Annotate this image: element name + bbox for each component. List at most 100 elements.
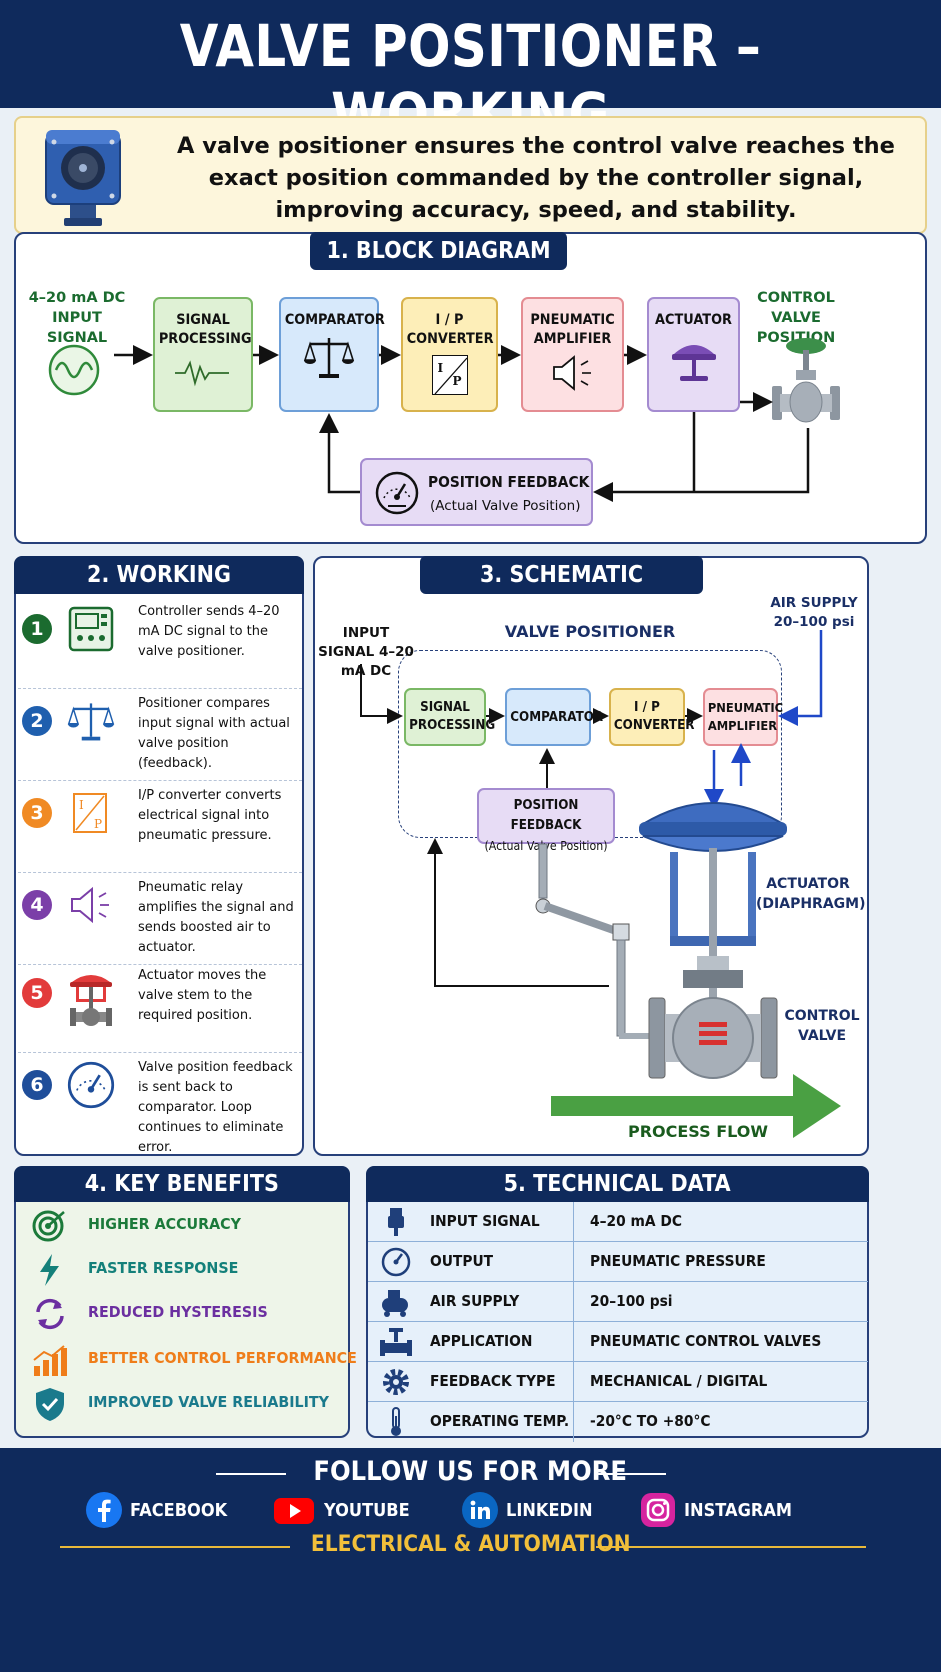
tech-row: OUTPUT PNEUMATIC PRESSURE: [368, 1242, 868, 1282]
tech-divider: [573, 1282, 574, 1322]
step-text: I/P converter converts electrical signal…: [138, 788, 282, 843]
footer: [0, 1448, 941, 1672]
cycle-arrows-icon: [30, 1296, 70, 1332]
gauge-icon: [378, 1246, 414, 1278]
benefit-text: FASTER RESPONSE: [88, 1259, 239, 1277]
compressor-icon: [378, 1286, 414, 1318]
step-divider: [18, 780, 302, 781]
benefit-item: IMPROVED VALVE RELIABILITY: [30, 1384, 340, 1424]
waveform-icon: [175, 360, 229, 387]
ip-converter-icon: I P: [431, 355, 468, 395]
schematic-input-label: INPUT SIGNAL 4–20 mA DC: [318, 625, 414, 679]
tech-divider: [573, 1242, 574, 1282]
instagram-icon: [640, 1492, 676, 1528]
svg-text:I: I: [79, 798, 84, 812]
schematic-valve-label: CONTROL VALVE: [784, 1008, 860, 1044]
header-banner: VALVE POSITIONER – WORKING: [0, 0, 941, 148]
actuator-icon: [671, 345, 716, 381]
tech-row: AIR SUPPLY 20–100 psi: [368, 1282, 868, 1322]
block-diagram-title: 1. BLOCK DIAGRAM: [310, 232, 567, 270]
linkedin-icon: [462, 1492, 498, 1528]
benefit-text: REDUCED HYSTERESIS: [88, 1303, 268, 1321]
tech-title: 5. TECHNICAL DATA: [366, 1166, 869, 1202]
block-ip-converter: I / P CONVERTER I P: [401, 297, 498, 412]
control-valve-icon: [772, 338, 840, 423]
page-title: VALVE POSITIONER – WORKING: [179, 12, 762, 148]
social-link-instagram[interactable]: INSTAGRAM: [640, 1492, 840, 1532]
tech-value: 4–20 mA DC: [590, 1212, 682, 1230]
schematic-drawing: [360, 630, 841, 1138]
step-text: Positioner compares input signal with ac…: [138, 696, 290, 771]
svg-text:P: P: [94, 817, 102, 831]
brand-name: ELECTRICAL & AUTOMATION: [310, 1532, 631, 1557]
block-input-label: 4–20 mA DC INPUT SIGNAL: [28, 290, 126, 346]
sequence-step: 4 Pneumatic relay amplifies the signal a…: [18, 874, 302, 966]
step-divider: [18, 872, 302, 873]
schematic-group-label: VALVE POSITIONER: [504, 622, 676, 641]
block-signal-processing: SIGNAL PROCESSING: [153, 297, 253, 412]
benefit-text: IMPROVED VALVE RELIABILITY: [88, 1393, 329, 1411]
tech-key: INPUT SIGNAL: [430, 1212, 540, 1230]
working-sequence-title: 2. WORKING SEQUENCE: [14, 556, 304, 626]
step-number: 6: [22, 1070, 52, 1100]
social-label: INSTAGRAM: [684, 1500, 793, 1521]
schematic-comparator: COMPARATOR: [505, 688, 603, 746]
follow-rule-left: [216, 1473, 286, 1475]
shield-check-icon: [30, 1386, 70, 1422]
block-pneumatic-amplifier: PNEUMATIC AMPLIFIER: [521, 297, 624, 412]
thermometer-icon: [378, 1406, 414, 1438]
sequence-step: 5 Actuator moves the valve stem to the r…: [18, 962, 302, 1054]
schematic-ip-converter: I / P CONVERTER: [609, 688, 694, 746]
process-flow-label: PROCESS FLOW: [627, 1122, 769, 1141]
benefit-text: BETTER CONTROL PERFORMANCE: [88, 1349, 357, 1367]
tech-key: OPERATING TEMP.: [430, 1412, 570, 1430]
block-diagram-arrows: [114, 345, 810, 502]
valve-positioner-device-icon: [45, 130, 121, 226]
tech-divider: [573, 1322, 574, 1362]
speaker-icon: [66, 880, 116, 930]
benefits-panel: [14, 1166, 350, 1438]
benefit-item: BETTER CONTROL PERFORMANCE: [30, 1340, 357, 1380]
benefit-item: REDUCED HYSTERESIS: [30, 1294, 340, 1334]
bar-chart-icon: [30, 1342, 70, 1378]
tech-value: MECHANICAL / DIGITAL: [590, 1372, 768, 1390]
lightning-icon: [30, 1252, 70, 1288]
step-divider: [18, 964, 302, 965]
block-comparator: COMPARATOR: [279, 297, 385, 412]
tech-key: APPLICATION: [430, 1332, 533, 1350]
sequence-step: 6 Valve position feedback is sent back t…: [18, 1054, 302, 1155]
target-icon: [30, 1208, 70, 1244]
step-text: Controller sends 4–20 mA DC signal to th…: [138, 604, 280, 659]
step-divider: [18, 688, 302, 689]
balance-scale-icon: [303, 338, 355, 378]
schematic-air-label: AIR SUPPLY 20–100 psi: [770, 595, 858, 630]
step-number: 3: [22, 798, 52, 828]
tech-key: FEEDBACK TYPE: [430, 1372, 556, 1390]
valve-icon: [378, 1326, 414, 1358]
social-link-linkedin[interactable]: LINKEDIN: [462, 1492, 662, 1532]
gear-icon: [378, 1366, 414, 1398]
benefits-title: 4. KEY BENEFITS: [14, 1166, 350, 1202]
benefit-item: HIGHER ACCURACY: [30, 1206, 340, 1246]
social-link-facebook[interactable]: FACEBOOK: [86, 1492, 286, 1532]
speaker-icon: [552, 355, 591, 391]
sequence-step: 1 Controller sends 4–20 mA DC signal to …: [18, 598, 302, 690]
step-number: 1: [22, 614, 52, 644]
step-number: 4: [22, 890, 52, 920]
actuator-valve-icon: [66, 968, 116, 1026]
schematic-actuator-label: ACTUATOR (DIAPHRAGM): [756, 876, 866, 912]
block-actuator: ACTUATOR: [647, 297, 740, 412]
step-text: Pneumatic relay amplifies the signal and…: [138, 880, 294, 955]
controller-icon: [66, 604, 116, 654]
tech-row: INPUT SIGNAL 4–20 mA DC: [368, 1202, 868, 1242]
social-link-youtube[interactable]: YOUTUBE: [272, 1492, 472, 1532]
follow-rule-right: [596, 1473, 666, 1475]
follow-heading: FOLLOW US FOR MORE: [313, 1456, 628, 1487]
social-label: YOUTUBE: [324, 1500, 410, 1521]
social-label: LINKEDIN: [506, 1500, 593, 1521]
schematic-signal-processing: SIGNAL PROCESSING: [404, 688, 495, 746]
brand-rule-left: [60, 1546, 290, 1548]
facebook-icon: [86, 1492, 122, 1528]
